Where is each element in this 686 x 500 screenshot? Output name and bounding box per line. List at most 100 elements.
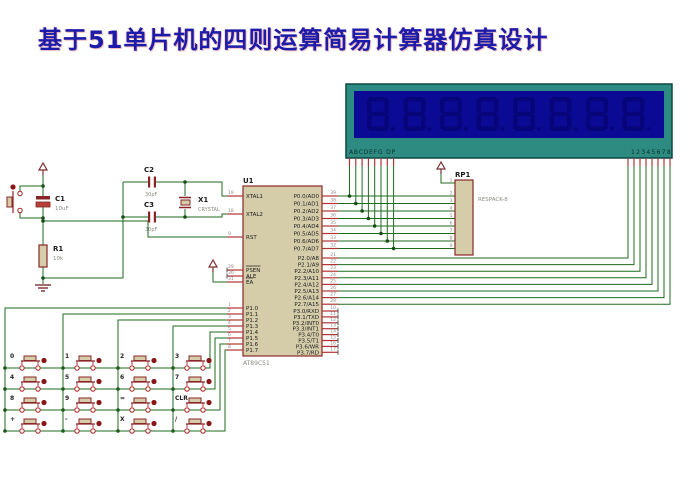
xtal1-net (156, 181, 227, 197)
button-terminal (35, 407, 41, 413)
button-dot (151, 357, 157, 364)
button-dot (151, 420, 157, 427)
pin-number: 29 (228, 264, 234, 270)
respack-pin-number: 5 (450, 213, 453, 219)
pin-name: P0.6/AD6 (294, 239, 320, 245)
keypad-button-CLR[interactable]: CLR (175, 395, 212, 413)
keypad-button-X[interactable]: X (120, 416, 157, 434)
keypad-button-0[interactable]: 0 (10, 353, 47, 371)
ghost-segment (640, 115, 645, 129)
keypad-button-label: 4 (10, 374, 14, 381)
pin-name: P3.4/T0 (298, 333, 319, 339)
ghost-segment (588, 126, 606, 131)
pin-name: P2.1/A9 (298, 263, 320, 269)
pin-number: 12 (330, 317, 336, 323)
button-terminal (19, 365, 25, 371)
ghost-segment (478, 126, 497, 131)
keypad-button-8[interactable]: 8 (10, 395, 47, 413)
keypad-button-label: + (10, 416, 15, 423)
pin-number: 4 (228, 320, 231, 326)
pin-name: P2.3/A11 (294, 276, 319, 282)
pin-number: 6 (228, 332, 231, 338)
pin-number: 14 (330, 329, 336, 335)
keypad-button-label: 1 (65, 353, 69, 360)
keypad-button-=[interactable]: = (120, 395, 157, 413)
ghost-segment (551, 111, 570, 117)
pin-number: 23 (330, 265, 336, 271)
button-dot (151, 378, 157, 385)
button-dot (96, 399, 102, 406)
keypad-button--[interactable]: - (65, 416, 102, 434)
keypad-button-3[interactable]: 3 (175, 353, 212, 371)
pin-name: P0.7/AD7 (294, 247, 320, 253)
pin-number: 32 (330, 243, 336, 249)
ghost-segment (384, 99, 389, 113)
junction-dot (391, 246, 396, 251)
keypad-button-label: 9 (65, 395, 69, 402)
page-title: 基于51单片机的四则运算简易计算器仿真设计 (38, 26, 549, 54)
ghost-segment (457, 115, 462, 129)
pin-name: P3.0/RXD (293, 309, 319, 315)
keypad-button-9[interactable]: 9 (65, 395, 102, 413)
respack-part: RESPACK-8 (478, 197, 508, 203)
pin-number: 5 (228, 326, 231, 332)
button-terminal (35, 365, 41, 371)
ghost-segment (494, 115, 499, 129)
p2-net (338, 166, 665, 299)
reset-button[interactable] (6, 184, 23, 214)
resistor-r1 (38, 244, 48, 268)
ghost-segment (513, 99, 518, 113)
button-dot (96, 378, 102, 385)
ghost-segment (403, 115, 408, 129)
keypad-row-net (5, 337, 227, 390)
keypad-button-4[interactable]: 4 (10, 374, 47, 392)
pin-name: PSEN (246, 268, 260, 274)
junction-dot (183, 215, 187, 219)
keypad-button-5[interactable]: 5 (65, 374, 102, 392)
display-digit-labels: 12345678 (631, 149, 672, 156)
ghost-segment (551, 126, 570, 131)
junction-dot (379, 231, 383, 236)
keypad-button-6[interactable]: 6 (120, 374, 157, 392)
button-terminal (35, 386, 41, 392)
keypad-button-label: 7 (175, 374, 179, 381)
button-terminal (145, 407, 151, 413)
pin-number: 9 (228, 231, 231, 237)
keypad-col-net (62, 313, 227, 431)
rp1-power-arrow-icon (435, 160, 447, 170)
ghost-digit (403, 97, 432, 131)
c2-ref: C2 (144, 166, 154, 174)
cap-c1-plate (35, 201, 51, 208)
pin-name: P0.5/AD5 (294, 232, 320, 238)
xtal2-net (156, 213, 227, 218)
vcc-arrow-icon (37, 161, 49, 171)
button-terminal (74, 407, 80, 413)
pin-name: P3.1/TXD (294, 315, 319, 321)
mcu-body (242, 185, 323, 357)
pin-number: 36 (330, 213, 336, 219)
button-terminal (145, 428, 151, 434)
button-cap (78, 355, 92, 361)
junction-dot (385, 239, 390, 243)
keypad-button-2[interactable]: 2 (120, 353, 157, 371)
ghost-segment (405, 111, 424, 117)
keypad-button-label: = (120, 395, 125, 402)
p2-net (338, 166, 659, 292)
pin-name: P3.6/WR (296, 344, 319, 350)
button-terminal (200, 365, 206, 371)
ghost-segment (567, 115, 572, 129)
junction-dot (372, 224, 377, 228)
cap-plate (153, 176, 156, 188)
pin-name: P0.0/AD0 (294, 194, 320, 200)
button-dot (206, 420, 212, 427)
pin-number: 39 (330, 190, 336, 196)
c1-ref: C1 (55, 195, 65, 203)
keypad-button-7[interactable]: 7 (175, 374, 212, 392)
keypad-button-/[interactable]: / (175, 416, 212, 434)
keypad-button-1[interactable]: 1 (65, 353, 102, 371)
keypad-button-+[interactable]: + (10, 416, 47, 434)
button-cap (133, 376, 147, 382)
pin-number: 27 (330, 292, 336, 298)
junction-dot (366, 216, 371, 221)
respack-ref: RP1 (455, 171, 471, 179)
